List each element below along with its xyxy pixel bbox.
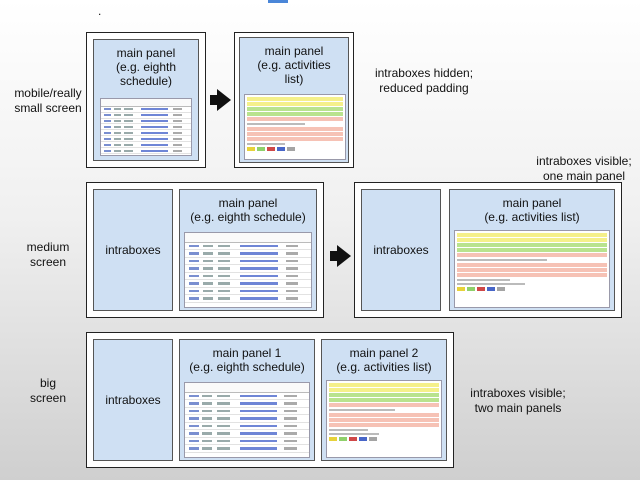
eighth-schedule-thumbnail xyxy=(184,232,312,308)
eighth-schedule-thumbnail xyxy=(184,382,310,458)
arrow-stem-medium xyxy=(330,251,338,261)
main-panel-eighth-medium: main panel (e.g. eighth schedule) xyxy=(179,189,317,311)
activities-list-thumbnail xyxy=(454,230,610,308)
panel-title: main panel (e.g. activities list) xyxy=(257,44,331,86)
panel-title: main panel (e.g. eighth schedule) xyxy=(115,46,177,88)
activities-list-thumbnail xyxy=(244,94,346,160)
main-panel-2-activities: main panel 2 (e.g. activities list) xyxy=(321,339,447,461)
panel-title: main panel 1 (e.g. eighth schedule) xyxy=(189,346,305,374)
panel-title: main panel (e.g. eighth schedule) xyxy=(190,196,306,224)
arrow-right-icon xyxy=(337,245,351,267)
note-big: intraboxes visible; two main panels xyxy=(470,386,566,415)
mobile-device-frame: main panel (e.g. eighth schedule) xyxy=(86,32,206,168)
arrow-right-icon xyxy=(217,89,231,111)
main-panel-activities-mobile: main panel (e.g. activities list) xyxy=(239,37,349,163)
eighth-schedule-thumbnail xyxy=(100,98,192,156)
panel-title: main panel (e.g. activities list) xyxy=(484,196,580,224)
top-accent-bar xyxy=(268,0,288,3)
activities-list-thumbnail xyxy=(326,380,442,458)
note-medium: intraboxes visible; one main panel xyxy=(536,154,632,183)
stray-dot: . xyxy=(98,4,102,18)
panel-title: main panel 2 (e.g. activities list) xyxy=(336,346,432,374)
main-panel-eighth-mobile: main panel (e.g. eighth schedule) xyxy=(93,39,199,161)
row-label-medium: medium screen xyxy=(26,240,70,269)
medium-device-frame: intraboxes main panel (e.g. eighth sched… xyxy=(86,182,324,318)
intraboxes-panel: intraboxes xyxy=(93,189,173,311)
row-label-mobile: mobile/really small screen xyxy=(14,86,82,115)
main-panel-1-eighth: main panel 1 (e.g. eighth schedule) xyxy=(179,339,315,461)
intraboxes-panel: intraboxes xyxy=(361,189,441,311)
row-label-big: big screen xyxy=(29,376,67,405)
main-panel-activities-medium: main panel (e.g. activities list) xyxy=(449,189,615,311)
big-device-frame: intraboxes main panel 1 (e.g. eighth sch… xyxy=(86,332,454,468)
intraboxes-panel: intraboxes xyxy=(93,339,173,461)
arrow-stem-mobile xyxy=(210,95,218,105)
mobile-device-frame-activities: main panel (e.g. activities list) xyxy=(234,32,354,168)
medium-device-frame-activities: intraboxes main panel (e.g. activities l… xyxy=(354,182,622,318)
note-mobile: intraboxes hidden; reduced padding xyxy=(374,66,474,95)
